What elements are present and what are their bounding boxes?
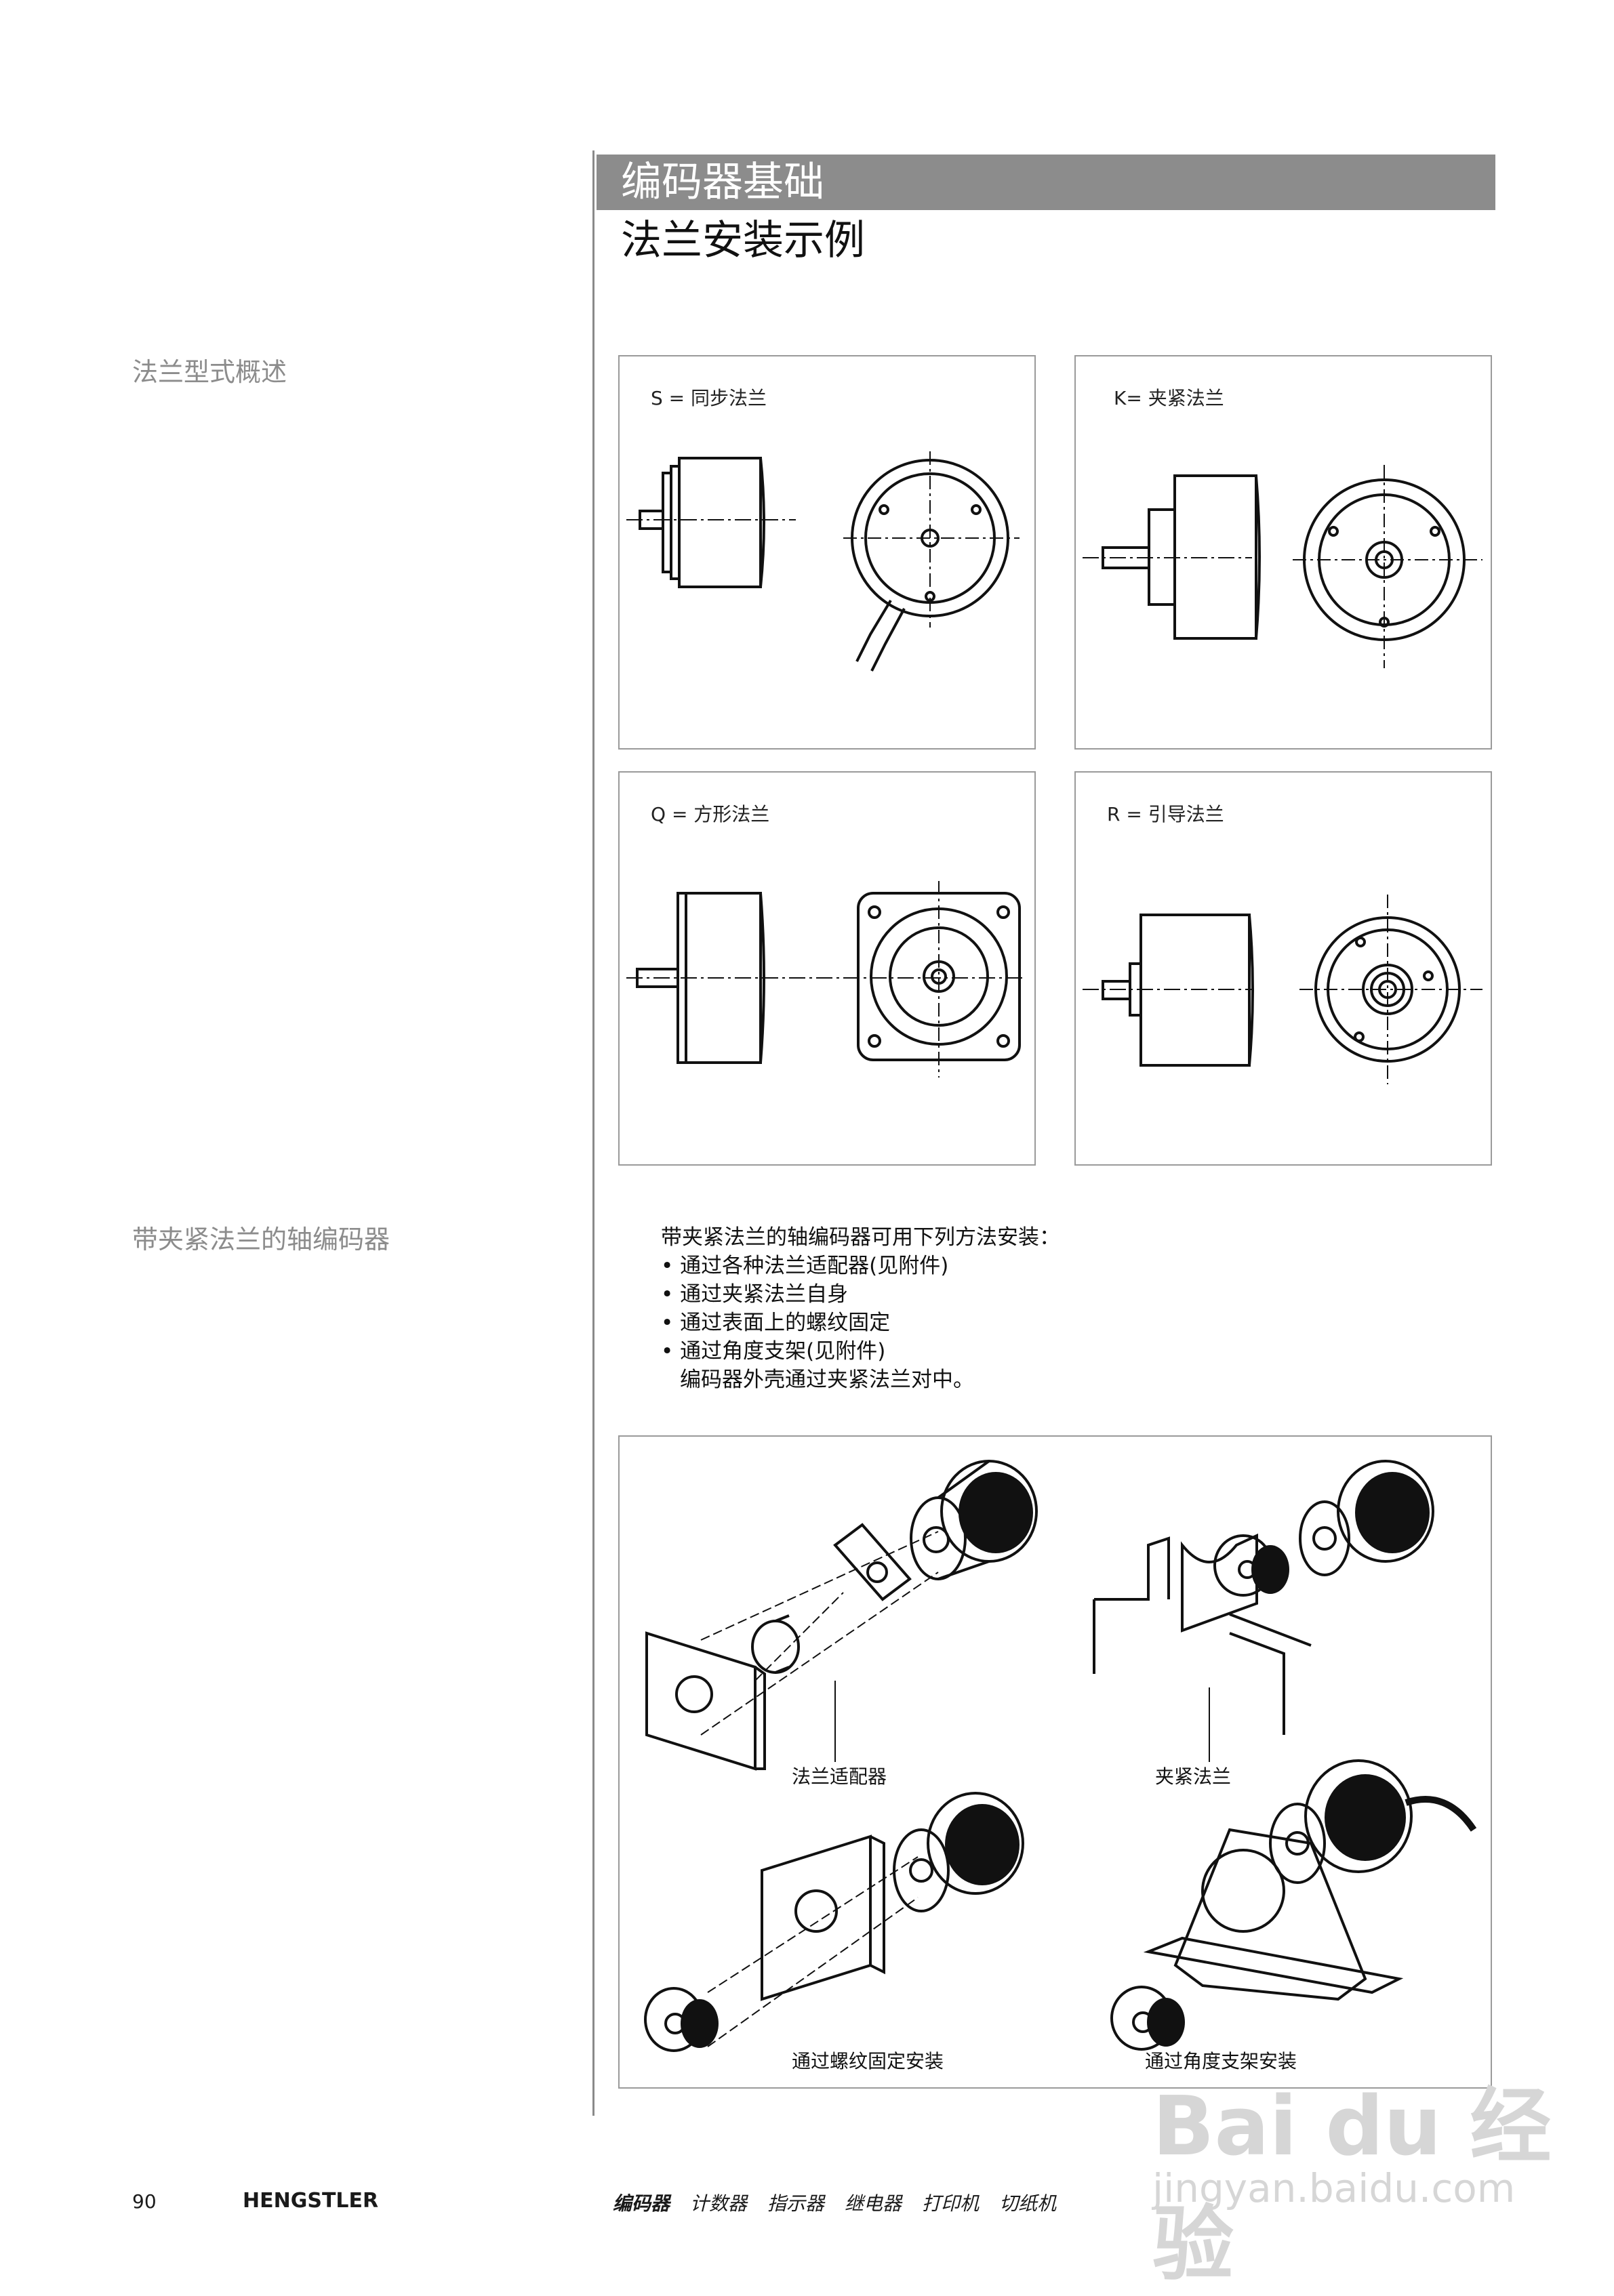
watermark-logo: Bai du 经验 xyxy=(1152,2080,1552,2292)
footer-nav: 编码器 计数器 指示器 继电器 打印机 切纸机 xyxy=(613,2189,1056,2216)
mounting-item-4: • 通过角度支架(见附件) xyxy=(661,1339,886,1364)
synchro-flange-drawing xyxy=(626,451,1020,672)
side-label-overview: 法兰型式概述 xyxy=(132,357,287,387)
caption-flange-adapter: 法兰适配器 xyxy=(792,1765,887,1788)
footer-nav-printer: 打印机 xyxy=(922,2192,980,2215)
footer-nav-counter: 计数器 xyxy=(690,2192,748,2215)
footer-nav-indicator: 指示器 xyxy=(767,2192,825,2215)
page-subtitle: 法兰安装示例 xyxy=(621,217,865,264)
mounting-illustrations: 法兰适配器 夹紧法兰 通过螺纹固定安装 通过角度支架安装 xyxy=(618,1435,1492,2089)
watermark-url: jingyan.baidu.com xyxy=(1152,2165,1516,2211)
mounting-item-2: • 通过夹紧法兰自身 xyxy=(661,1282,849,1307)
panel-label-s: S = 同步法兰 xyxy=(651,387,767,409)
panel-label-r: R = 引导法兰 xyxy=(1107,803,1224,825)
caption-clamp-flange: 夹紧法兰 xyxy=(1155,1765,1232,1788)
panel-clamp-flange: K= 夹紧法兰 xyxy=(1074,355,1492,750)
footer-nav-cutter: 切纸机 xyxy=(999,2192,1057,2215)
vertical-divider xyxy=(592,150,594,2116)
caption-screw-mount: 通过螺纹固定安装 xyxy=(792,2050,944,2072)
page-number: 90 xyxy=(132,2190,157,2213)
panel-label-q: Q = 方形法兰 xyxy=(651,803,770,825)
header-bar xyxy=(597,155,1495,210)
panel-square-flange: Q = 方形法兰 xyxy=(618,771,1036,1166)
mounting-methods: 带夹紧法兰的轴编码器可用下列方法安装： • 通过各种法兰适配器(见附件) • 通… xyxy=(661,1223,1060,1394)
mounting-note: 编码器外壳通过夹紧法兰对中。 xyxy=(680,1368,974,1392)
footer-nav-encoder: 编码器 xyxy=(613,2192,670,2215)
mounting-item-1: • 通过各种法兰适配器(见附件) xyxy=(661,1254,949,1278)
mounting-intro: 带夹紧法兰的轴编码器可用下列方法安装： xyxy=(661,1225,1060,1250)
side-label-clamp: 带夹紧法兰的轴编码器 xyxy=(132,1225,390,1254)
panel-synchro-flange: S = 同步法兰 xyxy=(618,355,1036,750)
caption-angle-bracket: 通过角度支架安装 xyxy=(1145,2050,1297,2072)
panel-pilot-flange: R = 引导法兰 xyxy=(1074,771,1492,1166)
footer-nav-relay: 继电器 xyxy=(845,2192,902,2215)
mounting-illustrations-drawing xyxy=(644,1460,1477,2052)
square-flange-drawing xyxy=(626,881,1026,1078)
mounting-item-3: • 通过表面上的螺纹固定 xyxy=(661,1311,891,1335)
brand-name: HENGSTLER xyxy=(243,2189,379,2213)
page-title: 编码器基础 xyxy=(621,159,824,206)
pilot-flange-drawing xyxy=(1083,895,1482,1084)
panel-label-k: K= 夹紧法兰 xyxy=(1114,387,1224,409)
clamp-flange-drawing xyxy=(1083,465,1482,668)
